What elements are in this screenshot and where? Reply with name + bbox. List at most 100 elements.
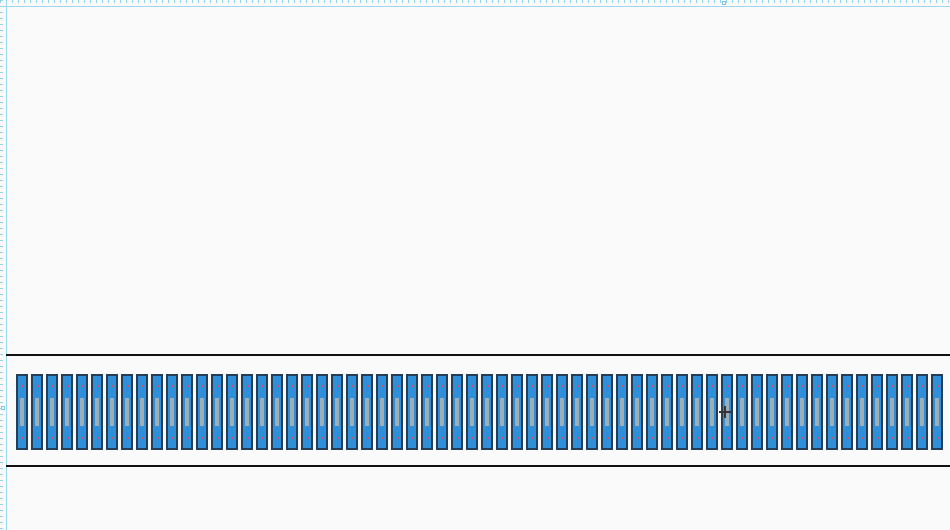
film-strip-item[interactable] [766, 374, 778, 450]
strip-dot-icon [457, 437, 459, 439]
strip-dot-icon [37, 385, 39, 387]
film-strip-item[interactable] [271, 374, 283, 450]
film-strip-item[interactable] [301, 374, 313, 450]
film-strip-item[interactable] [751, 374, 763, 450]
film-strip-item[interactable] [901, 374, 913, 450]
film-strip-item[interactable] [706, 374, 718, 450]
top-ruler [0, 0, 950, 7]
film-strip-item[interactable] [121, 374, 133, 450]
film-strip-item[interactable] [421, 374, 433, 450]
film-strip-item[interactable] [211, 374, 223, 450]
strip-dot-icon [262, 437, 264, 439]
film-strip-item[interactable] [91, 374, 103, 450]
strip-dot-icon [277, 437, 279, 439]
film-strip-item[interactable] [451, 374, 463, 450]
film-strip-item[interactable] [541, 374, 553, 450]
strip-dot-icon [472, 385, 474, 387]
film-strip-item[interactable] [46, 374, 58, 450]
strip-dot-icon [307, 385, 309, 387]
film-strip-item[interactable] [226, 374, 238, 450]
film-strip-item[interactable] [856, 374, 868, 450]
left-ruler-marker-icon[interactable] [1, 406, 5, 410]
strip-dot-icon [292, 385, 294, 387]
film-strip-item[interactable] [631, 374, 643, 450]
strip-dot-icon [277, 385, 279, 387]
strip-dot-icon [127, 437, 129, 439]
strip-dot-icon [637, 437, 639, 439]
film-strip-item[interactable] [556, 374, 568, 450]
film-strip-item[interactable] [316, 374, 328, 450]
film-strip-item[interactable] [481, 374, 493, 450]
strip-dot-icon [502, 437, 504, 439]
film-strip-item[interactable] [781, 374, 793, 450]
strip-dot-icon [397, 437, 399, 439]
film-strip-item[interactable] [256, 374, 268, 450]
film-strip-item[interactable] [736, 374, 748, 450]
strip-dot-icon [907, 437, 909, 439]
film-strip-item[interactable] [661, 374, 673, 450]
film-strip-item[interactable] [196, 374, 208, 450]
film-strip-item[interactable] [886, 374, 898, 450]
strip-dot-icon [607, 437, 609, 439]
film-strip-item[interactable] [16, 374, 28, 450]
strip-dot-icon [67, 385, 69, 387]
film-strip-item[interactable] [691, 374, 703, 450]
strip-dot-icon [97, 437, 99, 439]
film-strip-item[interactable] [31, 374, 43, 450]
film-strip-item[interactable] [76, 374, 88, 450]
strip-dot-icon [547, 385, 549, 387]
strip-dot-icon [172, 385, 174, 387]
strip-dot-icon [322, 437, 324, 439]
top-ruler-marker-icon[interactable] [722, 1, 726, 5]
strip-dot-icon [307, 437, 309, 439]
film-strip-item[interactable] [331, 374, 343, 450]
film-strip-item[interactable] [616, 374, 628, 450]
strip-dot-icon [667, 437, 669, 439]
film-strip-item[interactable] [526, 374, 538, 450]
strip-dot-icon [562, 385, 564, 387]
strip-dot-icon [787, 385, 789, 387]
film-strip-item[interactable] [796, 374, 808, 450]
film-strip-item[interactable] [496, 374, 508, 450]
strip-dot-icon [157, 437, 159, 439]
strip-dot-icon [367, 437, 369, 439]
film-strip-item[interactable] [166, 374, 178, 450]
film-strip-item[interactable] [61, 374, 73, 450]
film-strip-item[interactable] [151, 374, 163, 450]
film-strip-item[interactable] [676, 374, 688, 450]
strip-dot-icon [127, 385, 129, 387]
strip-dot-icon [742, 437, 744, 439]
strip-dot-icon [862, 385, 864, 387]
film-strip-item[interactable] [811, 374, 823, 450]
film-strip-item[interactable] [406, 374, 418, 450]
film-strip-item[interactable] [361, 374, 373, 450]
strip-dot-icon [682, 437, 684, 439]
film-strip-item[interactable] [346, 374, 358, 450]
film-strip-item[interactable] [826, 374, 838, 450]
film-strip-item[interactable] [181, 374, 193, 450]
strip-dot-icon [697, 437, 699, 439]
film-strip-item[interactable] [871, 374, 883, 450]
film-strip-item[interactable] [511, 374, 523, 450]
film-strip-item[interactable] [286, 374, 298, 450]
film-strip-item[interactable] [841, 374, 853, 450]
strip-dot-icon [622, 385, 624, 387]
film-strip-item[interactable] [391, 374, 403, 450]
film-strip-item[interactable] [571, 374, 583, 450]
strip-dot-icon [172, 437, 174, 439]
film-strip-item[interactable] [931, 374, 943, 450]
film-strip-item[interactable] [241, 374, 253, 450]
film-strip-track[interactable] [16, 374, 950, 450]
film-strip-item[interactable] [466, 374, 478, 450]
film-strip-item[interactable] [586, 374, 598, 450]
film-strip-item[interactable] [601, 374, 613, 450]
strip-dot-icon [562, 437, 564, 439]
film-strip-item[interactable] [646, 374, 658, 450]
film-strip-item[interactable] [916, 374, 928, 450]
film-strip-item[interactable] [136, 374, 148, 450]
film-strip-item[interactable] [376, 374, 388, 450]
strip-dot-icon [97, 385, 99, 387]
film-strip-item[interactable] [106, 374, 118, 450]
film-strip-item[interactable] [436, 374, 448, 450]
